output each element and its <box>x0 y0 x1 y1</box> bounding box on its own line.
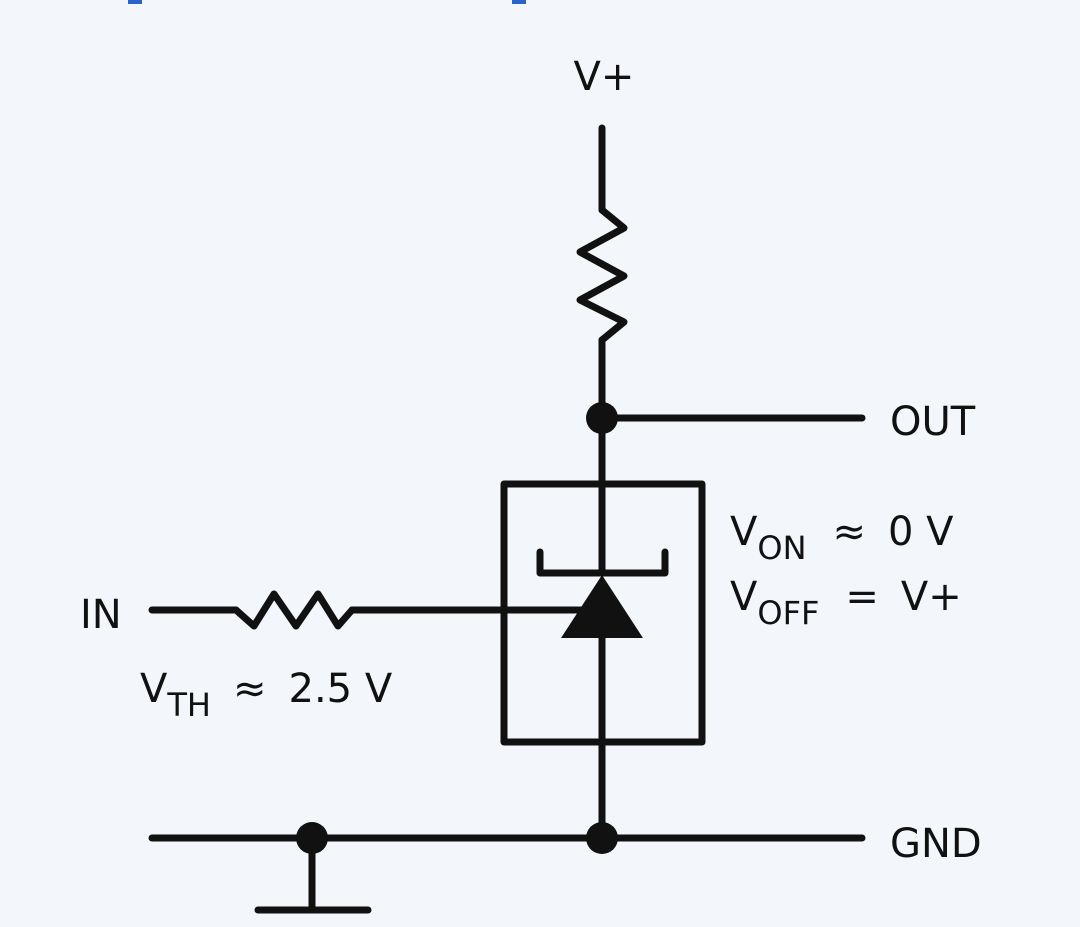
zener-cathode-bar <box>536 548 669 577</box>
zener-triangle <box>561 575 643 638</box>
top-accent-mark <box>512 0 526 4</box>
von-annotation: VON≈0 V <box>730 509 954 567</box>
in-label: IN <box>80 592 122 638</box>
ground-junction-dot <box>296 822 328 854</box>
vth-annotation: VTH≈2.5 V <box>140 666 393 724</box>
pullup-resistor <box>576 206 628 344</box>
gnd-label: GND <box>890 821 982 867</box>
input-resistor <box>232 590 356 630</box>
out-label: OUT <box>890 399 976 445</box>
voff-annotation: VOFF=V+ <box>730 574 962 632</box>
out-junction-dot <box>586 402 618 434</box>
vplus-label: V+ <box>574 54 635 100</box>
gnd-junction-dot <box>586 822 618 854</box>
top-accent-mark <box>128 0 142 4</box>
